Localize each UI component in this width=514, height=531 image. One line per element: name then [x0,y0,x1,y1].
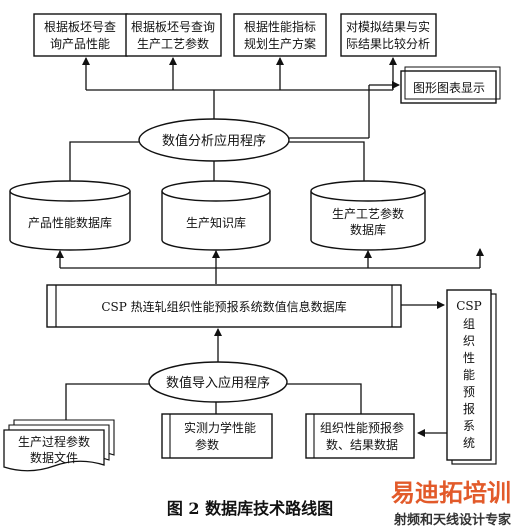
import-app-node: 数值导入应用程序 [148,361,288,403]
side-system-box: CSP 组 织 性 能 预 报 系 统 [446,289,497,465]
db-production-knowledge: 生产知识库 [161,180,271,251]
bottom-to-import-lines [65,383,362,422]
top-box-3: 根据性能指标 规划生产方案 [233,13,327,57]
db-production-knowledge-label: 生产知识库 [186,215,246,230]
side-system-char-7: 系 [463,419,475,433]
analysis-app-label: 数值分析应用程序 [162,133,266,149]
side-system-char-6: 报 [463,401,475,416]
top-box-2-line-2: 生产工艺参数 [137,36,209,51]
top-box-3-line-1: 根据性能指标 [244,19,316,34]
display-box: 图形图表显示 [400,66,501,104]
bottom-results-line-2: 数、结果数据 [326,437,398,452]
display-box-label: 图形图表显示 [413,81,485,95]
figure-caption: 图 2 数据库技术路线图 [167,499,333,518]
bottom-file-stack: 生产过程参数 数据文件 [3,419,115,472]
top-box-1-line-1: 根据板坯号查 [44,20,116,34]
top-box-4-line-2: 际结果比较分析 [346,36,430,51]
db-product-performance: 产品性能数据库 [9,180,131,251]
bottom-mechanical-line-2: 参数 [195,437,219,452]
top-box-1: 根据板坯号查 询产品性能 [33,13,128,57]
db-product-performance-label: 产品性能数据库 [28,215,112,230]
watermark-title: 易迪拓培训 [391,479,511,507]
bottom-results-line-1: 组织性能预报参 [320,420,404,435]
bottom-box-mechanical: 实测力学性能 参数 [161,413,273,459]
db-to-analysis-lines [69,141,365,182]
side-system-char-2: 织 [463,334,475,348]
side-system-char-1: 组 [463,317,475,331]
db-process-parameters: 生产工艺参数 数据库 [310,180,426,251]
side-system-char-0: CSP [456,299,481,313]
bottom-box-results: 组织性能预报参 数、结果数据 [305,413,415,459]
top-box-2-line-1: 根据板坯号查询 [131,20,215,34]
analysis-to-top-arrows [82,57,400,139]
side-system-char-8: 统 [463,436,475,450]
top-box-1-line-2: 询产品性能 [50,37,110,51]
maindb-to-cylinders-arrows [56,248,484,284]
side-system-char-4: 能 [463,368,475,382]
bottom-mechanical-line-1: 实测力学性能 [184,420,256,435]
import-app-label: 数值导入应用程序 [166,375,270,391]
top-box-3-line-2: 规划生产方案 [244,36,316,51]
bottom-file-line-2: 数据文件 [30,450,78,465]
side-system-char-5: 预 [463,385,475,399]
bottom-file-line-1: 生产过程参数 [18,434,90,449]
watermark-subtitle: 射频和天线设计专家 [393,512,512,528]
main-database-label: CSP 热连轧组织性能预报系统数值信息数据库 [101,299,346,314]
main-database: CSP 热连轧组织性能预报系统数值信息数据库 [46,284,402,328]
top-box-4: 对模拟结果与实 际结果比较分析 [340,13,437,57]
watermark-logo: 易迪拓培训 射频和天线设计专家 [391,479,512,528]
db-process-parameters-line-1: 生产工艺参数 [332,206,404,221]
top-box-2: 根据板坯号查询 生产工艺参数 [125,13,222,57]
top-box-4-line-1: 对模拟结果与实 [346,19,430,34]
side-system-char-3: 性 [463,351,475,365]
analysis-app-node: 数值分析应用程序 [138,118,290,162]
db-process-parameters-line-2: 数据库 [350,222,386,237]
